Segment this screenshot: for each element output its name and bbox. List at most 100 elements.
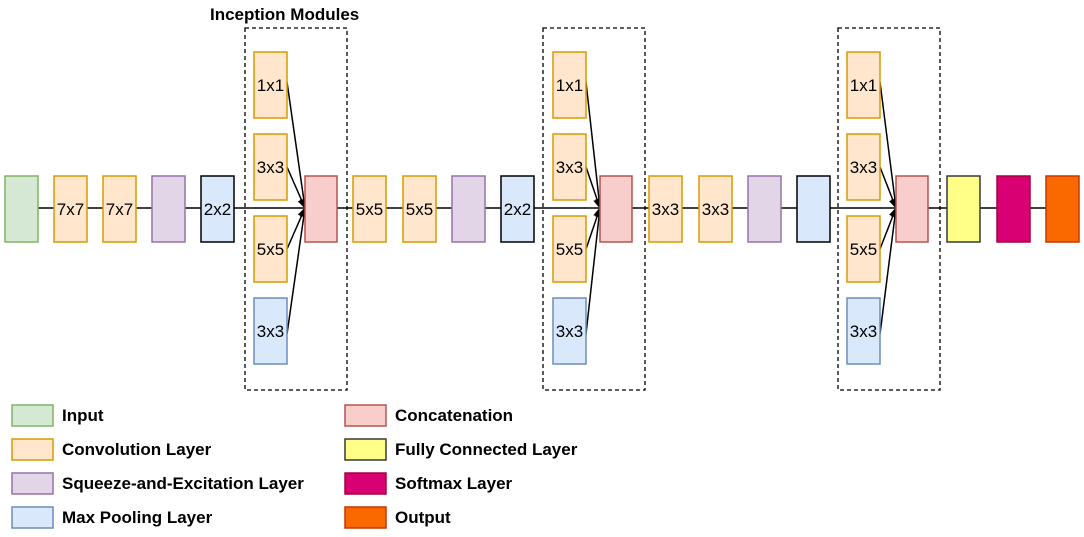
inception-2-concatenation — [599, 175, 633, 243]
conv-layer-7x7: 7x7 — [53, 175, 88, 243]
legend-item-softmax: Softmax Layer — [344, 472, 513, 495]
inception-module-3-frame — [837, 27, 941, 391]
legend-label-conv: Convolution Layer — [62, 440, 212, 459]
inception-2-branch-3x3-label: 3x3 — [556, 322, 583, 341]
legend-label-input: Input — [62, 406, 104, 425]
legend-label-concat: Concatenation — [395, 406, 513, 425]
legend-item-input: Input — [11, 404, 104, 427]
legend-swatch-concat — [344, 404, 387, 427]
max-pooling-layer: 2x2 — [200, 175, 235, 243]
inception-2-branch-1x1: 1x1 — [552, 51, 587, 119]
max-pooling-layer-rect — [500, 175, 535, 243]
inception-1-branch-3x3-label: 3x3 — [257, 158, 284, 177]
se-layer-rect — [151, 175, 186, 243]
inception-1-branch-3x3: 3x3 — [253, 133, 288, 201]
inception-3-branch-1x1: 1x1 — [846, 51, 881, 119]
conv-layer-5x5-rect — [352, 175, 387, 243]
inception-2-branch-5x5: 5x5 — [552, 215, 587, 283]
se-layer — [151, 175, 186, 243]
legend-label-output: Output — [395, 508, 451, 527]
legend-item-conv: Convolution Layer — [11, 438, 212, 461]
conv-layer-3x3-rect — [648, 175, 683, 243]
inception-module-2-frame — [542, 27, 646, 391]
inception-1-branch-1x1-label: 1x1 — [257, 76, 284, 95]
inception-3-branch-1x1-label: 1x1 — [850, 76, 877, 95]
inception-1-concatenation-rect — [304, 175, 338, 243]
fully-connected-layer-rect — [946, 175, 981, 243]
softmax-layer — [996, 175, 1031, 243]
inception-3-branch-3x3-rect — [846, 297, 881, 365]
inception-3-concatenation — [895, 175, 929, 243]
inception-3-concatenation-rect — [895, 175, 929, 243]
legend-label-pool: Max Pooling Layer — [62, 508, 213, 527]
legend-swatch-pool — [11, 506, 54, 529]
conv-layer-5x5-rect — [402, 175, 437, 243]
inception-1-branch-5x5-label: 5x5 — [257, 240, 284, 259]
legend-swatch-softmax — [344, 472, 387, 495]
softmax-layer-rect — [996, 175, 1031, 243]
conv-layer-5x5: 5x5 — [402, 175, 437, 243]
se-layer-rect — [747, 175, 782, 243]
inception-2-branch-5x5-rect — [552, 215, 587, 283]
output-layer — [1045, 175, 1080, 243]
inception-modules-title: Inception Modules — [210, 5, 359, 24]
conv-layer-3x3-label: 3x3 — [702, 200, 729, 219]
inception-3-arrow-3 — [879, 207, 899, 335]
inception-1-branch-5x5-rect — [253, 215, 288, 283]
inception-1-branch-3x3-rect — [253, 133, 288, 201]
inception-2-branch-5x5-label: 5x5 — [556, 240, 583, 259]
inception-3-branch-3x3-rect — [846, 133, 881, 201]
legend-swatch-conv — [11, 438, 54, 461]
legend-item-se: Squeeze-and-Excitation Layer — [11, 472, 304, 495]
inception-3-branch-3x3-label: 3x3 — [850, 322, 877, 341]
legend-label-se: Squeeze-and-Excitation Layer — [62, 474, 304, 493]
inception-3-branch-5x5: 5x5 — [846, 215, 881, 283]
conv-layer-3x3-label: 3x3 — [652, 200, 679, 219]
legend-swatch-input — [11, 404, 54, 427]
inception-3-arrow-0 — [879, 81, 899, 209]
conv-layer-5x5-label: 5x5 — [356, 200, 383, 219]
conv-layer-7x7-rect — [102, 175, 137, 243]
legend-item-output: Output — [344, 506, 451, 529]
max-pooling-layer — [796, 175, 831, 243]
se-layer — [747, 175, 782, 243]
inception-1-arrow-1 — [286, 166, 306, 209]
inception-3-branch-3x3: 3x3 — [846, 297, 881, 365]
max-pooling-layer-label: 2x2 — [504, 200, 531, 219]
conv-layer-7x7-label: 7x7 — [57, 200, 84, 219]
input-layer — [4, 175, 39, 243]
inception-2-arrow-0 — [585, 81, 603, 209]
conv-layer-7x7-rect — [53, 175, 88, 243]
inception-2-branch-3x3-rect — [552, 297, 587, 365]
inception-2-branch-3x3: 3x3 — [552, 133, 587, 201]
legend-label-fc: Fully Connected Layer — [395, 440, 578, 459]
max-pooling-layer-label: 2x2 — [204, 200, 231, 219]
conv-layer-5x5: 5x5 — [352, 175, 387, 243]
se-layer-rect — [451, 175, 486, 243]
inception-2-branch-3x3-rect — [552, 133, 587, 201]
conv-layer-7x7: 7x7 — [102, 175, 137, 243]
inception-1-branch-5x5: 5x5 — [253, 215, 288, 283]
se-layer — [451, 175, 486, 243]
inception-1-branch-3x3-label: 3x3 — [257, 322, 284, 341]
inception-2-arrow-1 — [585, 166, 601, 209]
inception-2-branch-3x3-label: 3x3 — [556, 158, 583, 177]
layers: 7x7 7x7 2x2 1x1 3x3 5x5 3x3 5x5 5x5 2x2 1x1 3x3 5x5 3… — [4, 27, 1080, 391]
inception-3-branch-5x5-label: 5x5 — [850, 240, 877, 259]
legend-item-concat: Concatenation — [344, 404, 513, 427]
legend-swatch-output — [344, 506, 387, 529]
inception-1-arrow-0 — [286, 81, 308, 209]
inception-module-1-frame — [244, 27, 348, 391]
inception-1-branch-3x3-rect — [253, 297, 288, 365]
legend-swatch-fc — [344, 438, 387, 461]
legend-label-softmax: Softmax Layer — [395, 474, 513, 493]
legend-swatch-se — [11, 472, 54, 495]
inception-2-concatenation-rect — [599, 175, 633, 243]
inception-1-branch-1x1: 1x1 — [253, 51, 288, 119]
conv-layer-3x3-rect — [698, 175, 733, 243]
legend-item-pool: Max Pooling Layer — [11, 506, 213, 529]
inception-3-arrow-1 — [879, 166, 897, 209]
inception-2-branch-3x3: 3x3 — [552, 297, 587, 365]
